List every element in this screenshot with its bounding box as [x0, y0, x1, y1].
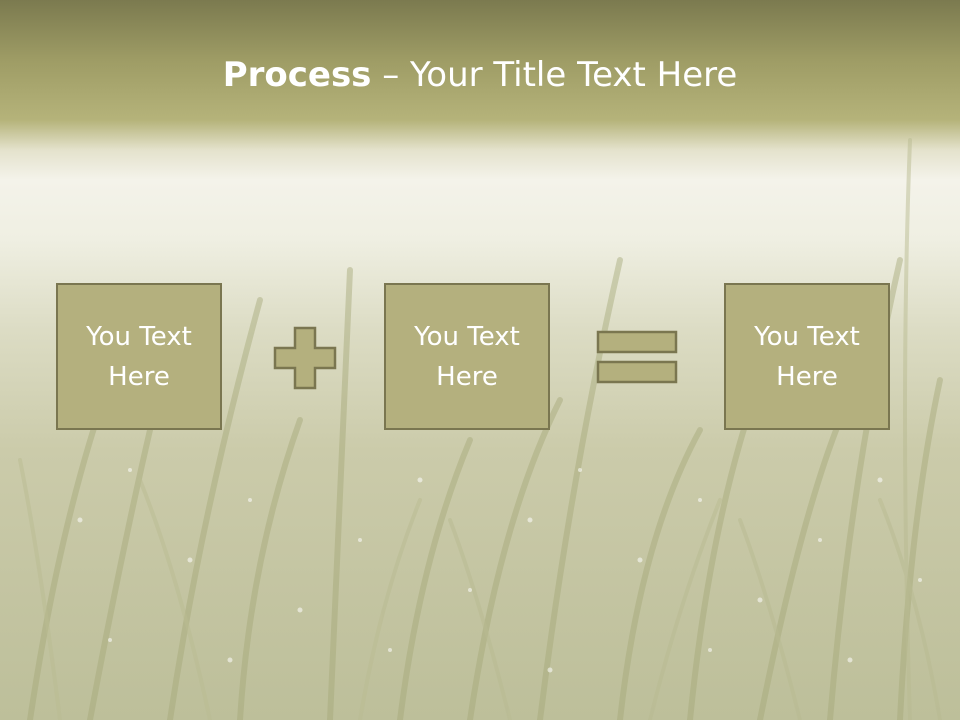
- title-bold-part: Process: [222, 55, 372, 95]
- plus-icon: [273, 326, 337, 390]
- process-box-1[interactable]: You Text Here: [56, 283, 222, 430]
- process-box-3-text: You Text Here: [754, 321, 860, 392]
- title-rest-part: – Your Title Text Here: [371, 55, 738, 95]
- process-box-1-text: You Text Here: [86, 321, 192, 392]
- process-box-3[interactable]: You Text Here: [724, 283, 890, 430]
- equals-icon: [596, 330, 678, 384]
- slide-title: Process – Your Title Text Here: [0, 50, 960, 100]
- process-box-2-text: You Text Here: [414, 321, 520, 392]
- process-box-2[interactable]: You Text Here: [384, 283, 550, 430]
